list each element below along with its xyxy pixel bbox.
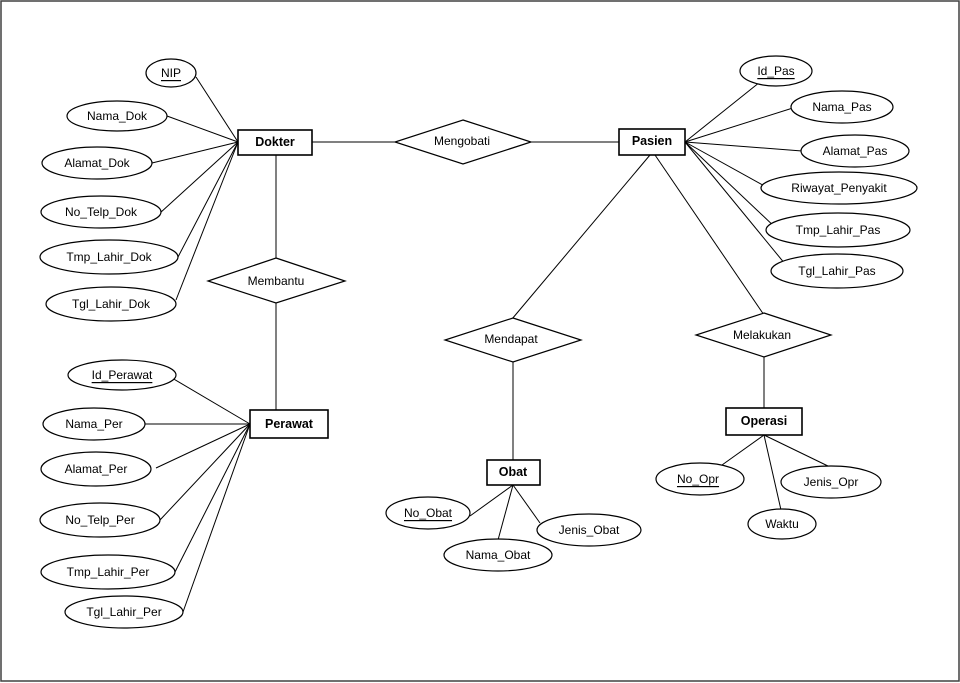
attribute-label: Tmp_Lahir_Dok [66, 250, 152, 264]
attribute-label: Id_Pas [757, 64, 794, 78]
attribute-label: No_Obat [404, 506, 453, 520]
connector-nama-dok [166, 115, 239, 143]
attribute-tgl-lahir-pas: Tgl_Lahir_Pas [770, 253, 904, 289]
connector-jenis-opr [763, 434, 831, 468]
connector-id-perawat [171, 377, 251, 425]
attribute-label: Tmp_Lahir_Per [67, 565, 150, 579]
attribute-tgl-lahir-dok: Tgl_Lahir_Dok [45, 286, 177, 322]
entity-obat: Obat [486, 459, 541, 486]
attribute-label: Jenis_Opr [804, 475, 859, 489]
attribute-label: No_Telp_Per [65, 513, 134, 527]
attribute-no-telp-dok: No_Telp_Dok [40, 195, 162, 229]
relationship-label: Mendapat [484, 332, 538, 346]
attribute-label: Id_Perawat [92, 368, 153, 382]
entity-operasi: Operasi [725, 407, 803, 436]
attribute-nama-pas: Nama_Pas [790, 90, 894, 124]
connector-no-telp-per [159, 423, 251, 521]
connector-nama-pas [684, 106, 797, 143]
attribute-no-telp-per: No_Telp_Per [39, 502, 161, 538]
attribute-label: Alamat_Pas [823, 144, 888, 158]
attribute-no-opr: No_Opr [655, 462, 745, 496]
relationship-label: Mengobati [434, 134, 490, 148]
attribute-nip: NIP [145, 58, 197, 88]
attribute-label: Nama_Per [65, 417, 122, 431]
attribute-label: Alamat_Per [65, 462, 128, 476]
attribute-nama-dok: Nama_Dok [66, 100, 168, 132]
connector-riwayat-penyakit [684, 141, 769, 189]
attribute-no-obat: No_Obat [385, 496, 471, 530]
entity-pasien: Pasien [618, 128, 686, 156]
entity-label: Pasien [632, 134, 672, 148]
connector-tmp-lahir-per [174, 423, 251, 573]
attribute-id-perawat: Id_Perawat [67, 359, 177, 391]
relationship-membantu: Membantu [206, 257, 347, 304]
connector-tmp-lahir-pas [684, 141, 779, 231]
entity-label: Obat [499, 465, 528, 479]
connector-nama-obat [497, 484, 514, 541]
attribute-nama-per: Nama_Per [42, 407, 146, 441]
attribute-label: Alamat_Dok [64, 156, 130, 170]
attribute-alamat-pas: Alamat_Pas [800, 134, 910, 168]
attribute-tmp-lahir-pas: Tmp_Lahir_Pas [765, 212, 911, 248]
entity-label: Operasi [741, 414, 788, 428]
entity-label: Perawat [265, 417, 314, 431]
connector-id-pas [684, 81, 761, 143]
attribute-nama-obat: Nama_Obat [443, 538, 553, 572]
attribute-tmp-lahir-dok: Tmp_Lahir_Dok [39, 239, 179, 275]
attribute-label: Tgl_Lahir_Dok [72, 297, 151, 311]
attribute-label: Waktu [765, 517, 799, 531]
connector-no-obat [469, 484, 514, 517]
attribute-riwayat-penyakit: Riwayat_Penyakit [760, 171, 918, 205]
entity-label: Dokter [255, 135, 295, 149]
relationship-label: Membantu [248, 274, 305, 288]
attribute-label: Tgl_Lahir_Pas [798, 264, 875, 278]
connector-alamat-dok [151, 141, 239, 164]
attribute-jenis-opr: Jenis_Opr [780, 465, 882, 499]
connector-no-telp-dok [159, 141, 239, 214]
connector-tmp-lahir-dok [177, 141, 239, 258]
attribute-label: Jenis_Obat [559, 523, 620, 537]
attribute-id-pas: Id_Pas [739, 55, 813, 87]
attribute-label: Nama_Obat [466, 548, 531, 562]
relationship-melakukan: Melakukan [694, 312, 833, 358]
relationship-label: Melakukan [733, 328, 791, 342]
connector-alamat-per [155, 423, 251, 469]
attribute-tgl-lahir-per: Tgl_Lahir_Per [64, 595, 184, 629]
entity-dokter: Dokter [237, 129, 313, 156]
attribute-label: No_Telp_Dok [65, 205, 138, 219]
attribute-label: Tmp_Lahir_Pas [796, 223, 881, 237]
connector-no-opr [721, 434, 765, 466]
attribute-tmp-lahir-per: Tmp_Lahir_Per [40, 554, 176, 590]
attribute-label: Nama_Dok [87, 109, 148, 123]
attribute-label: Nama_Pas [812, 100, 871, 114]
connector-tgl-lahir-per [182, 423, 251, 613]
attribute-jenis-obat: Jenis_Obat [536, 513, 642, 547]
connector-waktu [763, 434, 782, 511]
attribute-alamat-dok: Alamat_Dok [41, 146, 153, 180]
relationship-mendapat: Mendapat [443, 317, 583, 363]
attribute-label: Tgl_Lahir_Per [86, 605, 161, 619]
attribute-label: NIP [161, 66, 181, 80]
connector-pasien-mendapat [511, 154, 651, 320]
connector-pasien-melakukan [654, 154, 765, 316]
connectors [145, 76, 831, 613]
connector-jenis-obat [512, 484, 541, 524]
attribute-label: No_Opr [677, 472, 719, 486]
connector-alamat-pas [684, 141, 803, 152]
entity-perawat: Perawat [249, 409, 329, 439]
relationship-mengobati: Mengobati [393, 119, 533, 165]
connector-nip [195, 76, 239, 143]
connector-tgl-lahir-pas [684, 141, 791, 271]
connector-tgl-lahir-dok [175, 141, 239, 301]
attribute-alamat-per: Alamat_Per [40, 451, 152, 487]
attribute-waktu: Waktu [747, 508, 817, 540]
attribute-label: Riwayat_Penyakit [791, 181, 887, 195]
